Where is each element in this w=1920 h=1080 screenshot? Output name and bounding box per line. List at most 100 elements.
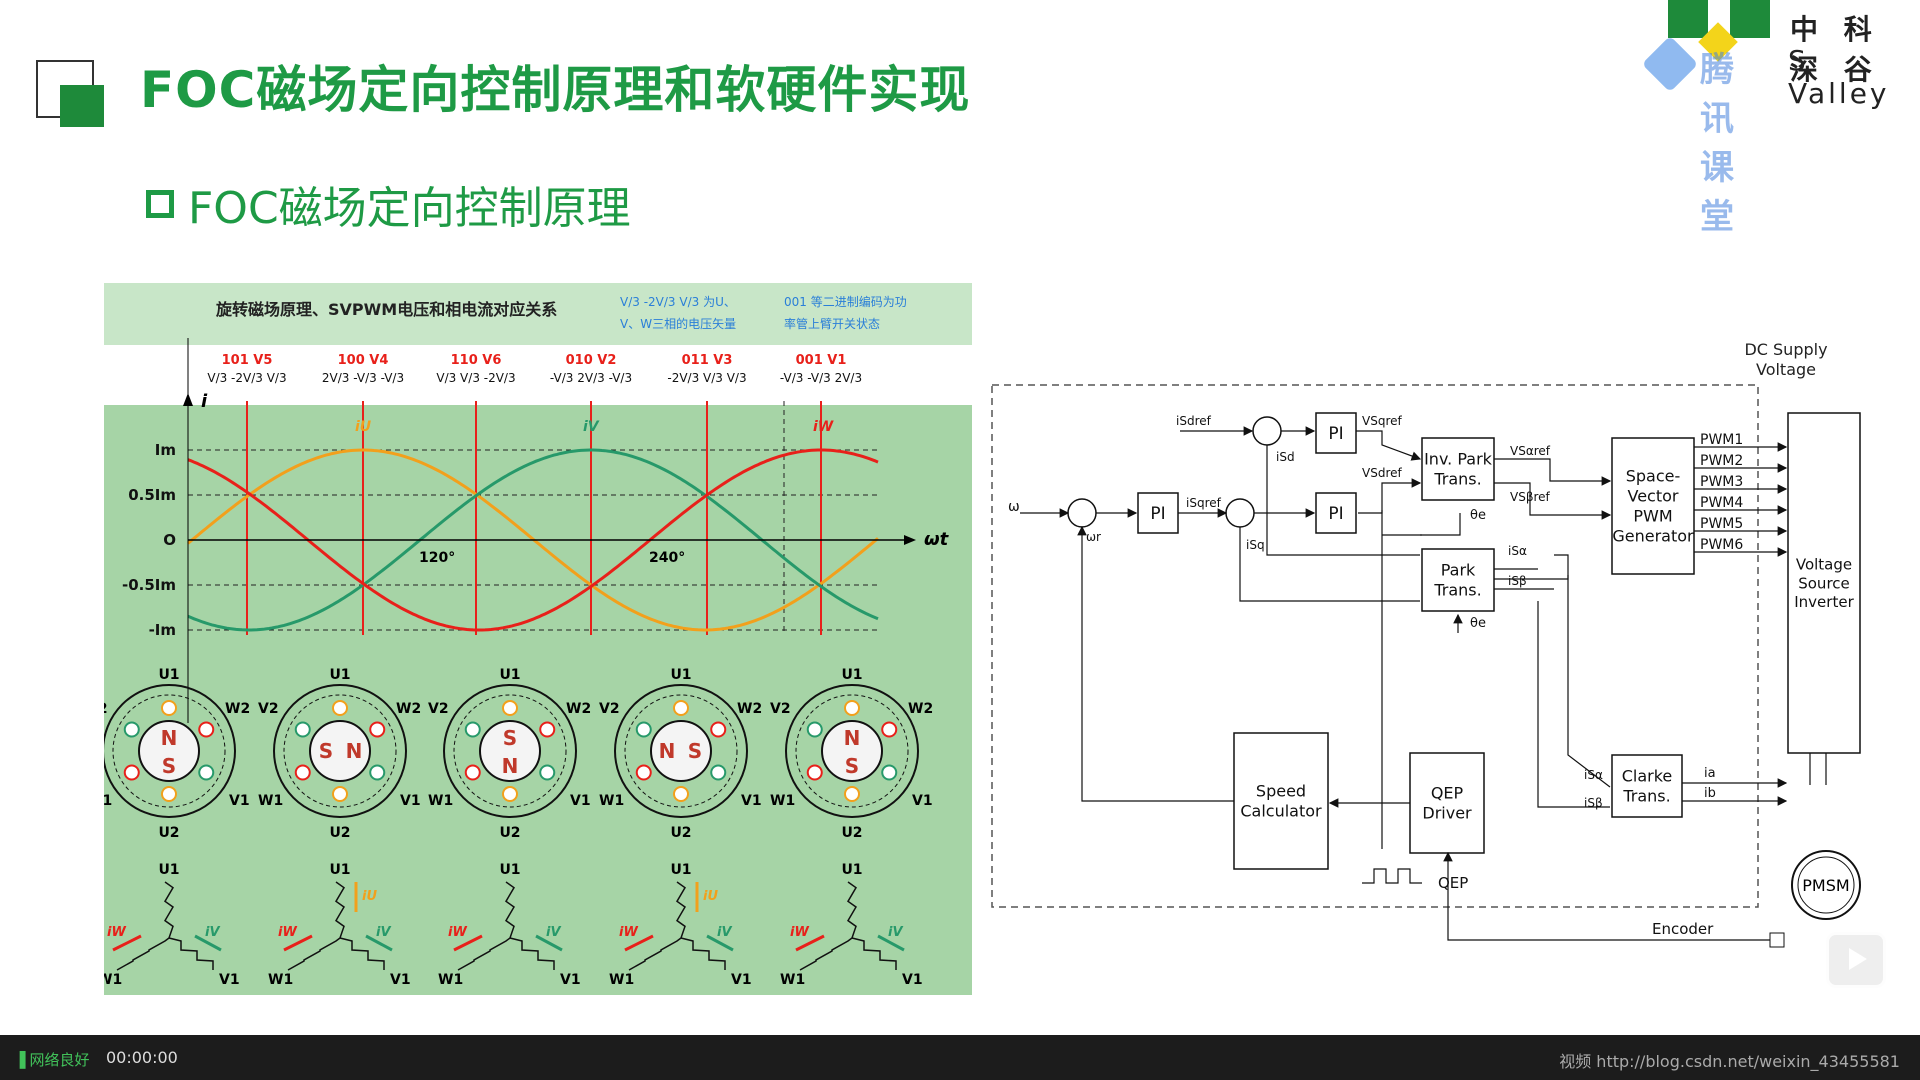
coil-slot-icon [710,721,727,738]
svg-text:Generator: Generator [1612,527,1694,546]
svg-text:iV: iV [717,925,732,940]
play-button[interactable] [1826,932,1886,988]
slide-subtitle-text: FOC磁场定向控制原理 [188,183,631,234]
pwm-label: PWM1 [1700,432,1743,448]
coil-slot-icon [332,786,348,802]
coil-slot-icon [635,721,652,738]
coil-slot-icon [673,700,689,716]
svg-text:iW: iW [448,925,467,940]
brand-logo: 中 科 深 谷 S Valley [1660,0,1920,110]
figure-header-title: 旋转磁场原理、SVPWM电压和相电流对应关系 [215,300,557,319]
pole-label: N [346,739,363,763]
current-arrow-w [795,934,825,952]
phase-wave-u [187,448,879,632]
terminal-label: U1 [158,862,179,878]
pi-q-block: PI [1315,492,1357,534]
terminal-label: V1 [731,972,752,988]
current-arrow-w [283,934,313,952]
terminal-label: V2 [770,701,791,717]
terminal-label: W1 [599,793,624,809]
svg-text:PI: PI [1150,504,1165,524]
peak-label: iW [813,419,834,435]
terminal-label: V2 [599,701,620,717]
vector-voltages: V/3 V/3 -2V/3 [436,371,515,385]
terminal-label: U1 [158,667,179,683]
signal-isbeta: iSβ [1584,796,1603,810]
terminal-label: W2 [225,701,250,717]
sum-d-circle [1252,416,1282,446]
vector-voltages: V/3 -2V/3 V/3 [207,371,286,385]
terminal-label: V1 [741,793,762,809]
sum-q-circle [1225,498,1255,528]
terminal-label: U1 [841,667,862,683]
y-tick-label: -Im [149,621,176,639]
terminal-label: W1 [104,972,122,988]
terminal-label: U2 [158,825,179,841]
svg-text:Trans.: Trans. [1622,787,1670,806]
terminal-label: V1 [400,793,421,809]
vector-name: 101 V5 [222,353,273,368]
coil-slot-icon [198,764,215,781]
pole-label: N [844,726,861,750]
network-status: ▐ 网络良好 [14,1049,90,1070]
pi-speed-block: PI [1137,492,1179,534]
pwm-label: PWM6 [1700,537,1743,553]
pwm-label: PWM5 [1700,516,1743,532]
controller-boundary [991,384,1759,908]
terminal-label: W1 [780,972,805,988]
x-axis-arrow-icon [904,535,916,545]
coil-slot-icon [844,786,860,802]
svg-text:Space-: Space- [1626,467,1681,486]
pwm-label: PWM3 [1700,474,1743,490]
terminal-label: U1 [670,667,691,683]
svg-text:Speed: Speed [1256,782,1306,801]
svg-text:Trans.: Trans. [1433,470,1481,489]
signal-isq: iSq [1246,538,1265,552]
coil-slot-icon [161,786,177,802]
svg-text:iV: iV [205,925,220,940]
network-status-text: 网络良好 [29,1051,90,1069]
pole-label: N [161,726,178,750]
dc-supply-label-2: Voltage [1756,360,1816,379]
coil-slot-icon [635,764,652,781]
note2-line2: 率管上臂开关状态 [784,316,880,331]
coil-slot-icon [881,764,898,781]
signal-ib: ib [1704,786,1716,801]
current-arrow-w [453,934,483,952]
signal-vsqref: VSqref [1362,414,1402,428]
svg-text:iV: iV [376,925,391,940]
terminal-label: W1 [428,793,453,809]
terminal-label: W2 [396,701,421,717]
svg-text:iW: iW [278,925,297,940]
svg-text:Park: Park [1441,561,1476,580]
coil-slot-icon [123,721,140,738]
terminal-label: W1 [104,793,112,809]
vector-name: 001 V1 [796,353,847,368]
coil-slot-icon [198,721,215,738]
pole-label: S [503,726,517,750]
coil-slot-icon [369,721,386,738]
coil-slot-icon [332,700,348,716]
terminal-label: V1 [570,793,591,809]
brand-block-icon [1730,0,1770,38]
brand-block-icon [1668,0,1708,38]
terminal-label: U1 [329,862,350,878]
pole-label: S [688,739,702,763]
current-arrow-v [365,934,393,952]
source-url[interactable]: 视频 http://blog.csdn.net/weixin_43455581 [1559,1052,1900,1071]
bullet-square-icon [146,190,174,218]
vector-voltages: -V/3 -V/3 2V/3 [780,371,862,385]
signal-qep: QEP [1438,874,1468,892]
y-tick-label: O [163,531,176,549]
signal-icon: ▐ [14,1050,26,1069]
coil-slot-icon [502,700,518,716]
